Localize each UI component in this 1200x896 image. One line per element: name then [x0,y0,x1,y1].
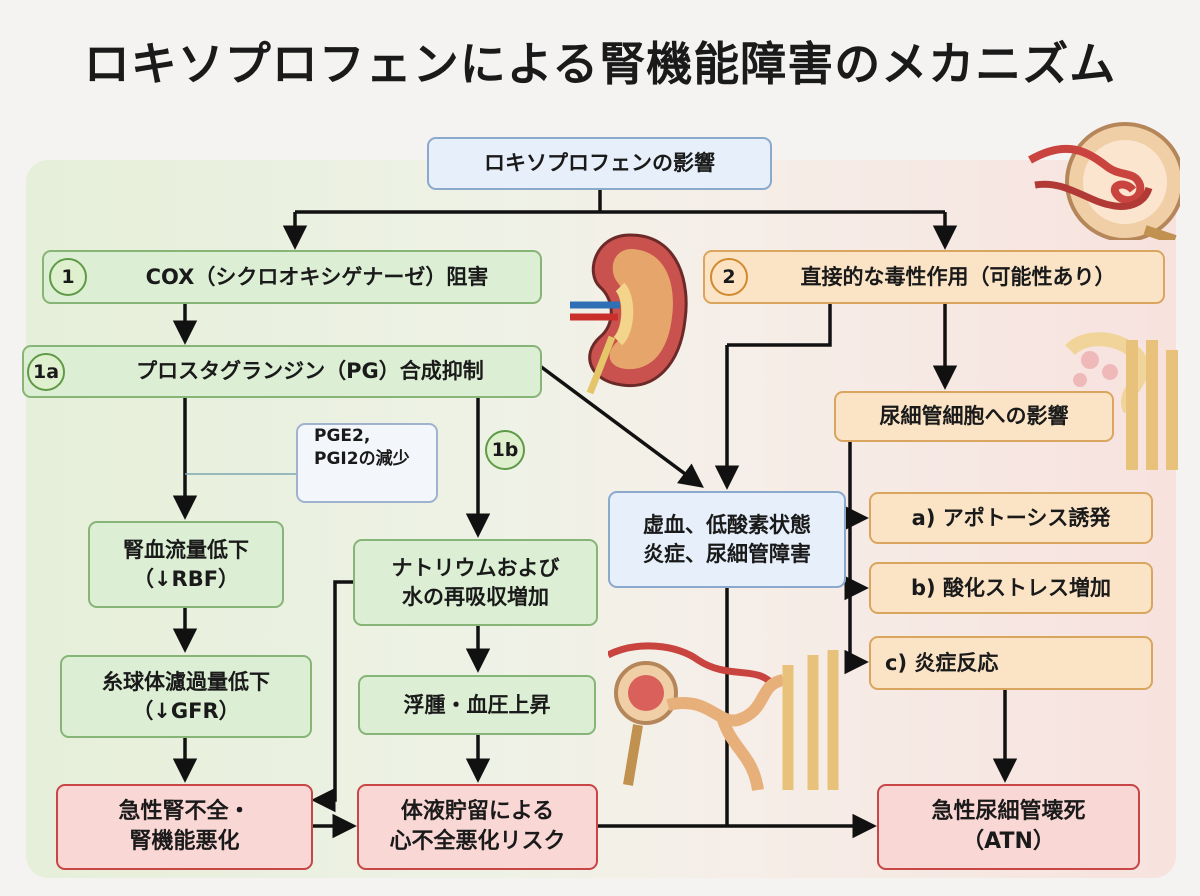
gfr-node: 糸球体濾過量低下 （↓GFR） [60,655,312,738]
rbf-line2: （↓RBF） [132,566,240,591]
rbf-line1: 腎血流量低下 [123,538,249,563]
pg-label: プロスタグランジン（PG）合成抑制 [136,359,484,384]
step-badge-2: 2 [710,258,748,296]
root-label: ロキソプロフェンの影響 [484,151,715,176]
rbf-node: 腎血流量低下 （↓RBF） [88,521,284,608]
tubule-label: 尿細管細胞への影響 [879,404,1069,429]
aki-line1: 急性腎不全・ [118,799,251,825]
arrow-na-to-aki [311,580,353,813]
step-badge-2-label: 2 [722,266,736,288]
inflammation-label: c) 炎症反応 [885,650,999,675]
arrow-pg-to-ischemia [538,364,704,488]
step-badge-1-label: 1 [61,266,75,288]
aki-line2: 腎機能悪化 [129,829,240,854]
cox-inhibition-node: COX（シクロオキシゲナーゼ）阻害 [42,250,542,304]
tubule-effects-node: 尿細管細胞への影響 [834,391,1114,442]
heart-failure-risk-node: 体液貯留による 心不全悪化リスク [357,784,598,870]
hf-line2: 心不全悪化リスク [389,829,566,854]
apoptosis-label: a) アポトーシス誘発 [911,505,1111,530]
edema-node: 浮腫・血圧上昇 [358,675,596,735]
direct-label: 直接的な毒性作用（可能性あり） [800,264,1116,289]
atn-line1: 急性尿細管壊死 [931,799,1086,825]
atn-line2: （ATN） [962,829,1055,854]
nephron-icon [608,642,839,792]
inflammation-node: c) 炎症反応 [869,636,1153,690]
pge2-line2: PGI2の減少 [314,448,410,469]
ischemia-line1: 虚血、低酸素状態 [643,513,811,538]
step-badge-1b: 1b [485,430,525,470]
step-badge-1b-label: 1b [491,439,519,461]
na-reabsorption-node: ナトリウムおよび 水の再吸収増加 [353,539,598,626]
cox-label: COX（シクロオキシゲナーゼ）阻害 [145,264,489,289]
step-badge-1a-label: 1a [32,361,60,383]
page-title: ロキソプロフェンによる腎機能障害のメカニズム [83,37,1117,91]
kidney-cross-section-icon [570,233,688,395]
aki-node: 急性腎不全・ 腎機能悪化 [56,784,313,870]
oxidative-label: b) 酸化ストレス増加 [911,575,1111,600]
na-line2: 水の再吸収増加 [402,584,549,609]
pge2-note: PGE2, PGI2の減少 [296,423,438,503]
pge2-line1: PGE2, [314,426,371,446]
hf-line1: 体液貯留による [400,799,555,825]
apoptosis-node: a) アポトーシス誘発 [869,492,1153,544]
oxidative-stress-node: b) 酸化ストレス増加 [869,562,1153,614]
pg-suppression-node: プロスタグランジン（PG）合成抑制 [22,345,542,398]
glomerulus-icon [1028,122,1180,240]
ischemia-node: 虚血、低酸素状態 炎症、尿細管障害 [608,491,846,588]
gfr-line1: 糸球体濾過量低下 [102,670,270,695]
step-badge-1a: 1a [27,353,65,391]
gfr-line2: （↓GFR） [132,698,240,723]
edema-label: 浮腫・血圧上昇 [403,692,551,717]
nephron-tubule-icon [1065,332,1178,470]
step-badge-1: 1 [49,258,87,296]
atn-node: 急性尿細管壊死 （ATN） [877,784,1140,870]
direct-toxicity-node: 直接的な毒性作用（可能性あり） [703,250,1165,304]
root-node: ロキソプロフェンの影響 [427,137,772,190]
connector-direct-to-ischemia [727,304,832,347]
na-line1: ナトリウムおよび [391,556,560,581]
ischemia-line2: 炎症、尿細管障害 [643,541,811,566]
